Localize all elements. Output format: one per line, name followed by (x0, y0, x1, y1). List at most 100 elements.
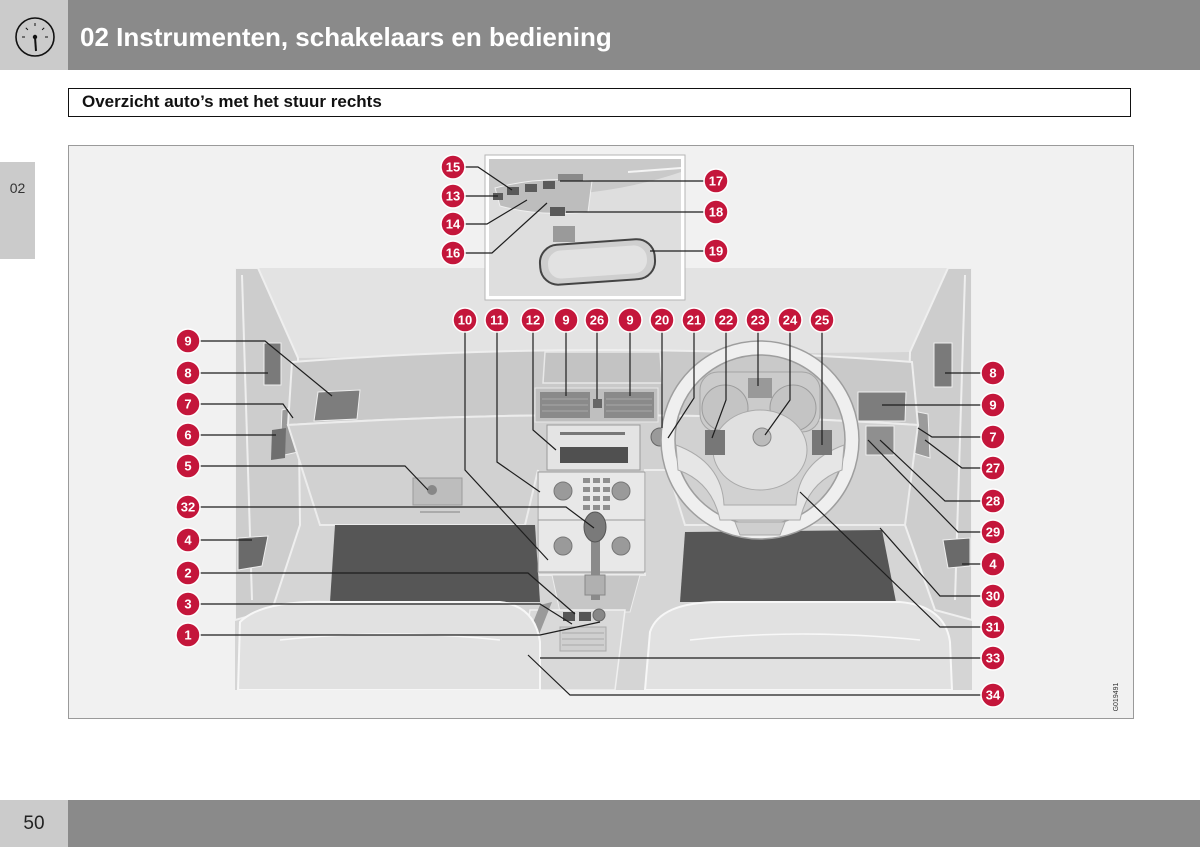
leader-line (867, 439, 981, 533)
callout-number: 19 (709, 244, 723, 259)
callout-top-10: 10 (452, 307, 478, 333)
callout-number: 14 (446, 217, 461, 232)
callout-left-32: 32 (175, 494, 201, 520)
leader-line (917, 427, 981, 438)
leader-line (200, 506, 595, 529)
callout-right-33: 33 (980, 645, 1006, 671)
callout-right-34: 34 (980, 682, 1006, 708)
callout-top-25: 25 (809, 307, 835, 333)
chapter-side-tab: 02 (0, 162, 35, 259)
callout-number: 17 (709, 174, 723, 189)
leader-line (465, 166, 513, 191)
figure-code: G019491 (1113, 682, 1120, 711)
callout-top-12: 12 (520, 307, 546, 333)
leader-line (799, 491, 981, 628)
section-title: Overzicht auto’s met het stuur rechts (68, 88, 1131, 117)
callout-number: 2 (184, 566, 191, 581)
callout-number: 7 (184, 397, 191, 412)
callout-number: 10 (458, 313, 472, 328)
callout-left-6: 6 (175, 422, 201, 448)
callout-number: 32 (181, 500, 195, 515)
callout-right-30: 30 (980, 583, 1006, 609)
callout-left-4: 4 (175, 527, 201, 553)
callout-number: 28 (986, 494, 1000, 509)
leader-line (465, 202, 548, 254)
leader-line (711, 332, 727, 439)
callout-number: 8 (184, 366, 191, 381)
leader-line (764, 332, 791, 436)
callout-number: 4 (989, 557, 997, 572)
rearview-mirror (538, 238, 657, 286)
callout-right-4: 4 (980, 551, 1006, 577)
callout-number: 27 (986, 461, 1000, 476)
callout-right-29: 29 (980, 519, 1006, 545)
callout-right-28: 28 (980, 488, 1006, 514)
floor-mat-left (330, 525, 540, 602)
callout-top-20: 20 (649, 307, 675, 333)
callout-number: 1 (184, 628, 191, 643)
leader-line (667, 332, 695, 439)
callout-number: 23 (751, 313, 765, 328)
leader-line (924, 439, 981, 469)
callout-top-9b: 9 (617, 307, 643, 333)
callout-inset-18: 18 (703, 199, 729, 225)
callout-top-23: 23 (745, 307, 771, 333)
callout-right-9: 9 (980, 392, 1006, 418)
callout-top-26: 26 (584, 307, 610, 333)
callout-number: 9 (562, 313, 569, 328)
inset-overhead-console (484, 154, 686, 301)
callout-inset-17: 17 (703, 168, 729, 194)
callout-number: 9 (184, 334, 191, 349)
footer-bar (68, 800, 1200, 847)
seat-stitching (279, 633, 921, 641)
car-interior-illustration (235, 268, 972, 690)
callout-top-21: 21 (681, 307, 707, 333)
callout-left-3: 3 (175, 591, 201, 617)
callout-number: 3 (184, 597, 191, 612)
callout-number: 12 (526, 313, 540, 328)
leader-line (532, 332, 557, 451)
leader-line (527, 654, 981, 696)
callout-number: 25 (815, 313, 829, 328)
callout-left-8: 8 (175, 360, 201, 386)
callout-number: 26 (590, 313, 604, 328)
callout-number: 16 (446, 246, 460, 261)
leader-line (464, 332, 549, 561)
callout-number: 29 (986, 525, 1000, 540)
callout-number: 20 (655, 313, 669, 328)
callout-number: 6 (184, 428, 191, 443)
callout-right-27: 27 (980, 455, 1006, 481)
callout-number: 33 (986, 651, 1000, 666)
chapter-title: 02 Instrumenten, schakelaars en bedienin… (80, 22, 612, 52)
callout-number: 11 (490, 313, 504, 328)
callout-top-11: 11 (484, 307, 510, 333)
page-number: 50 (0, 800, 68, 847)
callout-inset-16: 16 (440, 240, 466, 266)
callout-left-7: 7 (175, 391, 201, 417)
callout-left-9: 9 (175, 328, 201, 354)
leader-line (200, 340, 333, 397)
callout-left-2: 2 (175, 560, 201, 586)
callout-number: 9 (626, 313, 633, 328)
callout-right-31: 31 (980, 614, 1006, 640)
callout-number: 30 (986, 589, 1000, 604)
leader-line (879, 439, 981, 502)
callout-inset-14: 14 (440, 211, 466, 237)
callout-left-1: 1 (175, 622, 201, 648)
seat-left (236, 600, 541, 690)
leader-line (200, 572, 576, 615)
callout-top-24: 24 (777, 307, 803, 333)
callout-number: 4 (184, 533, 192, 548)
callout-inset-19: 19 (703, 238, 729, 264)
callout-number: 22 (719, 313, 733, 328)
callout-number: 5 (184, 459, 191, 474)
header-bar (0, 0, 1200, 70)
callout-number: 13 (446, 189, 460, 204)
callout-left-5: 5 (175, 453, 201, 479)
callout-right-8: 8 (980, 360, 1006, 386)
gear-lever (551, 511, 641, 613)
right-dash-vent (857, 391, 907, 422)
callout-number: 18 (709, 205, 723, 220)
header-icon-box (0, 0, 68, 70)
